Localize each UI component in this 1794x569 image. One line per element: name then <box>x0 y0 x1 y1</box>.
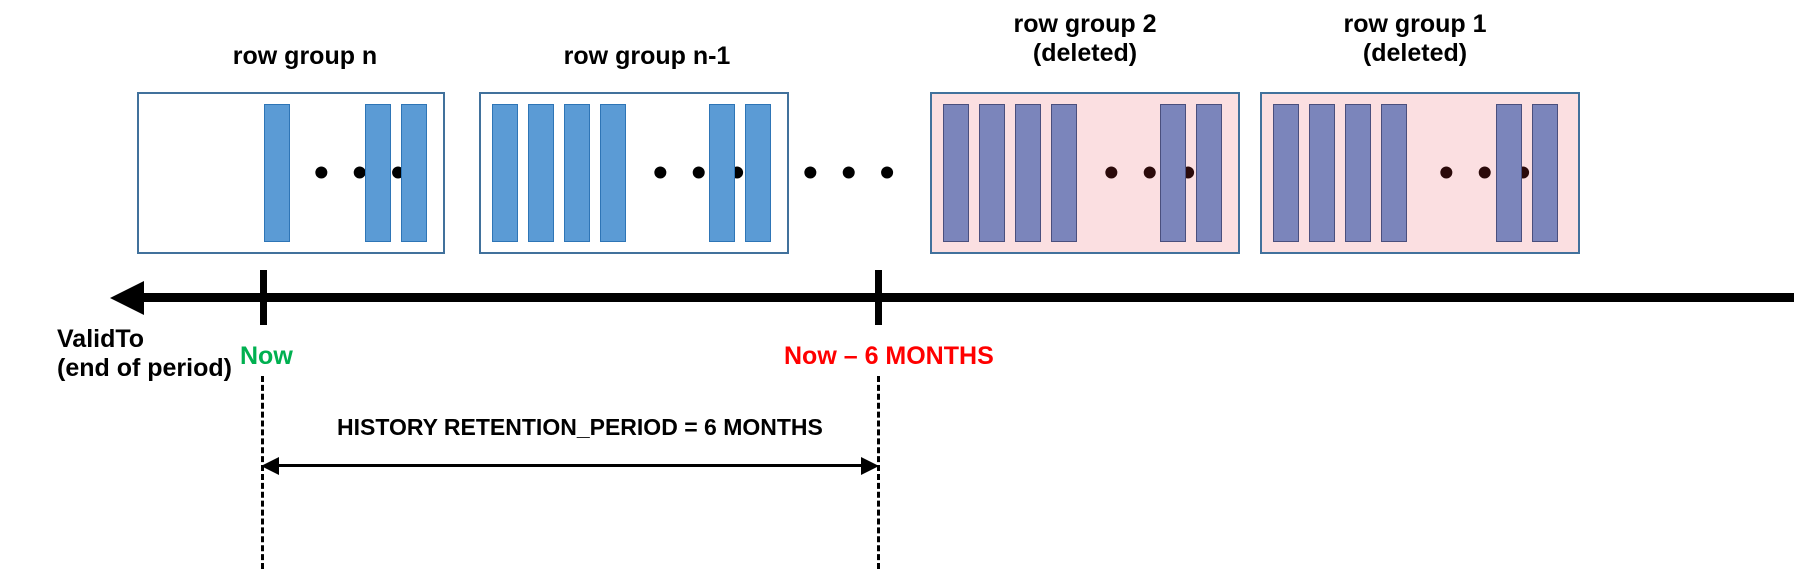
row-bar <box>1196 104 1222 242</box>
row-bar <box>264 104 290 242</box>
time-axis-line <box>142 293 1794 302</box>
retention-measure-line <box>272 464 868 467</box>
row-bar <box>528 104 554 242</box>
row-bar <box>979 104 1005 242</box>
row-bar <box>1273 104 1299 242</box>
axis-arrowhead-left <box>110 281 144 315</box>
row-bar <box>492 104 518 242</box>
row-group-1-bars-right <box>1496 104 1568 242</box>
retention-arrow-right <box>861 457 879 475</box>
row-bar <box>1345 104 1371 242</box>
row-group-n-1-bars-left <box>492 104 636 242</box>
row-group-n-1-box: • • • <box>479 92 789 254</box>
row-group-1-bars-left <box>1273 104 1417 242</box>
row-bar <box>1496 104 1522 242</box>
row-group-1-box: • • • <box>1260 92 1580 254</box>
retention-period-label: HISTORY RETENTION_PERIOD = 6 MONTHS <box>337 414 823 440</box>
row-bar <box>600 104 626 242</box>
row-group-n-bars-left <box>264 104 300 242</box>
row-bar <box>1051 104 1077 242</box>
row-group-n-1-bars-right <box>709 104 781 242</box>
cutoff-label: Now – 6 MONTHS <box>784 342 994 370</box>
now-tick <box>260 270 267 325</box>
row-group-n-bars-right <box>365 104 437 242</box>
row-group-n-box: • • • <box>137 92 445 254</box>
validto-axis-label: ValidTo (end of period) <box>57 325 232 382</box>
row-bar <box>1532 104 1558 242</box>
row-group-2-bars-left <box>943 104 1087 242</box>
row-group-2-title: row group 2 (deleted) <box>1013 10 1157 67</box>
row-bar <box>365 104 391 242</box>
row-group-2-bars-right <box>1160 104 1232 242</box>
now-label: Now <box>240 342 293 370</box>
between-groups-ellipsis: • • • <box>803 148 901 196</box>
row-bar <box>1160 104 1186 242</box>
row-bar <box>1381 104 1407 242</box>
row-bar <box>709 104 735 242</box>
row-bar <box>564 104 590 242</box>
row-group-n-title: row group n <box>232 42 378 70</box>
row-group-1-title: row group 1 (deleted) <box>1343 10 1487 67</box>
row-bar <box>1309 104 1335 242</box>
row-group-2-box: • • • <box>930 92 1240 254</box>
row-group-n-1-title: row group n-1 <box>563 42 731 70</box>
row-bar <box>943 104 969 242</box>
cutoff-tick <box>875 270 882 325</box>
retention-arrow-left <box>261 457 279 475</box>
row-bar <box>745 104 771 242</box>
row-bar <box>1015 104 1041 242</box>
row-bar <box>401 104 427 242</box>
